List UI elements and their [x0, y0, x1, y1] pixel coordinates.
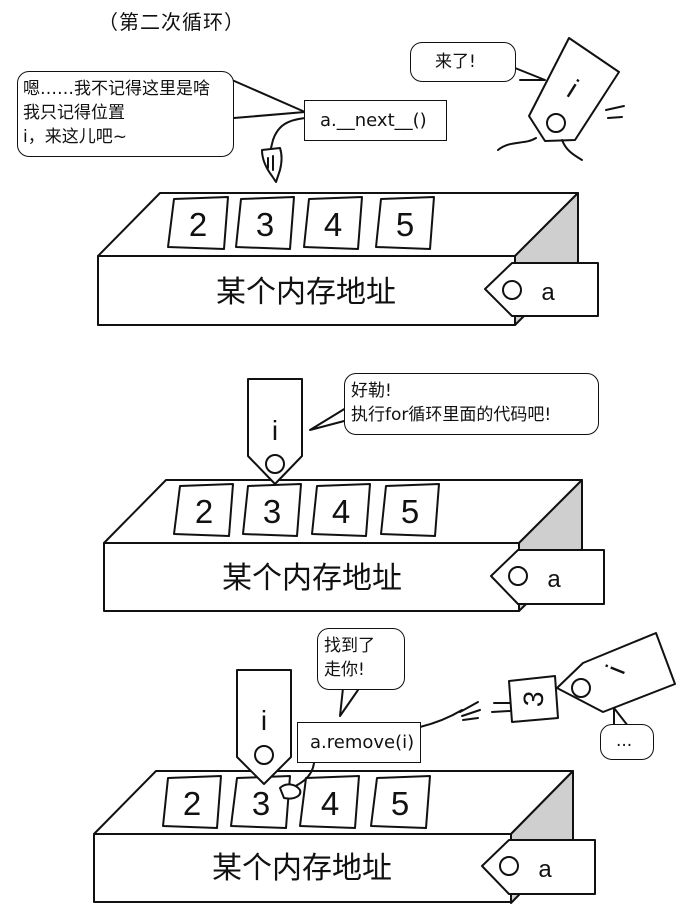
speech-line: ... [616, 731, 633, 751]
panel-2-card-2: 3 [263, 493, 281, 530]
panel-3-cards [162, 775, 431, 829]
call-text: a.__next__() [320, 110, 427, 131]
panel-2-cards [173, 483, 440, 537]
panel-3-flying-card-label: 3 [517, 690, 549, 708]
panel-1-call-box: a.__next__() [304, 100, 447, 141]
panel-2-card-1: 2 [195, 493, 213, 530]
panel-1-list-tag-a [484, 262, 599, 317]
panel-1-iterator-tag-i [497, 37, 625, 161]
panel-1-card-1: 2 [189, 206, 207, 243]
panel-1-card-4: 5 [396, 206, 414, 243]
panel-1-list-tag-label: a [541, 279, 555, 306]
panel-3-card-3: 4 [321, 785, 339, 822]
speech-line: 执行for循环里面的代码吧! [351, 405, 552, 425]
panel-3-card-2: 3 [252, 785, 270, 822]
panel-3-iterator-tag-i [236, 669, 292, 785]
speech-line: 好勒! [351, 381, 392, 401]
panel-3-flying-tag-i [556, 632, 676, 713]
panel-1-memory-label: 某个内存地址 [216, 275, 396, 310]
panel-3-flying-card [508, 675, 559, 723]
panel-2-iterator-tag-i [247, 378, 303, 485]
panel-2-list-tag-label: a [547, 566, 561, 593]
panel-3-call-box: a.remove(i) [297, 722, 421, 763]
speech-line: 我只记得位置 [23, 103, 125, 123]
panel-3-card-1: 2 [183, 785, 201, 822]
panel-1-card-3: 4 [324, 206, 342, 243]
panel-1-card-2: 3 [256, 206, 274, 243]
panel-1-speech-bubble-a: 嗯……我不记得这里是啥 我只记得位置 i，来这儿吧~ [17, 71, 234, 157]
panel-3-speech-bubble-flying: ... [600, 724, 654, 760]
panel-3-list-tag-label: a [538, 856, 552, 883]
panel-3-memory-label: 某个内存地址 [212, 851, 392, 886]
panel-3-list-tag-a [481, 839, 596, 895]
panel-1-cards [167, 196, 435, 250]
page-heading: （第二次循环） [98, 10, 245, 34]
panel-3-card-4: 5 [391, 785, 409, 822]
panel-2-card-4: 5 [401, 493, 419, 530]
speech-line: 来了! [435, 52, 476, 72]
panel-3-speech-bubble-remove: 找到了 走你! [317, 628, 405, 690]
panel-3-iterator-tag-label: i [261, 705, 267, 736]
speech-line: i，来这儿吧~ [23, 127, 127, 147]
speech-line: 走你! [324, 660, 365, 680]
panel-2-speech-bubble-i: 好勒! 执行for循环里面的代码吧! [344, 373, 599, 435]
panel-1-speech-bubble-i: 来了! [410, 42, 516, 82]
call-text: a.remove(i) [310, 732, 415, 753]
panel-2-card-3: 4 [332, 493, 350, 530]
panel-2-memory-label: 某个内存地址 [222, 561, 402, 596]
panel-2-iterator-tag-label: i [272, 415, 278, 446]
speech-line: 找到了 [324, 636, 375, 656]
speech-line: 嗯……我不记得这里是啥 [23, 79, 210, 99]
panel-2-list-tag-a [490, 549, 605, 605]
